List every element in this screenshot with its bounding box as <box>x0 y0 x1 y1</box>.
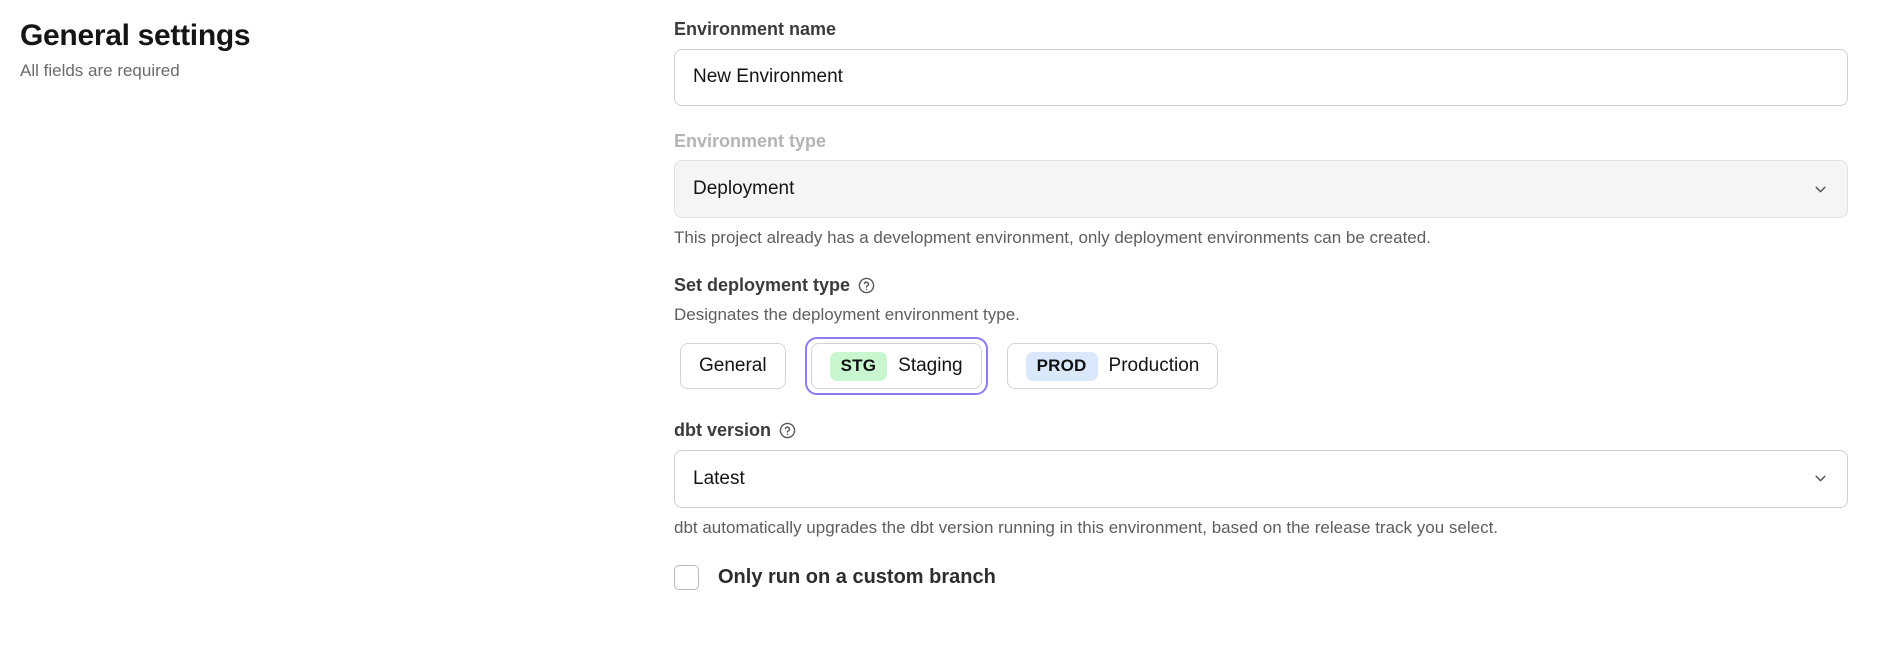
dbt-version-label-text: dbt version <box>674 420 772 441</box>
deployment-option-general-wrap: General <box>674 337 792 395</box>
dbt-version-helper: dbt automatically upgrades the dbt versi… <box>674 517 1499 537</box>
help-circle-icon[interactable] <box>779 422 796 439</box>
environment-type-helper: This project already has a development e… <box>674 228 1431 247</box>
deployment-type-options: General STG Staging PROD Production <box>674 337 1848 396</box>
deployment-option-staging-wrap: STG Staging <box>804 337 988 396</box>
chevron-down-icon <box>1812 181 1829 198</box>
spacer <box>674 106 1848 130</box>
dbt-version-value: Latest <box>693 467 745 489</box>
deployment-type-label-text: Set deployment type <box>674 274 851 295</box>
environment-type-label: Environment type <box>674 130 827 151</box>
header-column: General settings All fields are required <box>0 18 674 660</box>
environment-name-label: Environment name <box>674 19 837 39</box>
settings-form: Environment name Environment type Deploy… <box>674 18 1888 660</box>
dbt-version-label: dbt version <box>674 419 1848 442</box>
environment-type-select[interactable]: Deployment <box>674 160 1848 218</box>
deployment-option-production-label: Production <box>1108 355 1200 377</box>
spacer <box>674 250 1848 274</box>
environment-type-value: Deployment <box>693 178 795 199</box>
chevron-down-icon <box>1812 470 1829 487</box>
deployment-option-staging[interactable]: STG Staging <box>810 343 982 390</box>
deployment-option-general-label: General <box>699 355 767 377</box>
spacer <box>674 395 1848 419</box>
help-circle-icon[interactable] <box>858 277 875 294</box>
environment-type-field: Environment type Deployment This project… <box>674 130 1848 250</box>
custom-branch-checkbox[interactable] <box>674 564 699 590</box>
custom-branch-row[interactable]: Only run on a custom branch <box>674 564 1848 590</box>
staging-badge: STG <box>829 351 888 381</box>
environment-name-field: Environment name <box>674 18 1848 106</box>
deployment-option-general[interactable]: General <box>680 343 786 390</box>
production-badge: PROD <box>1025 351 1098 381</box>
environment-name-input[interactable] <box>674 48 1848 106</box>
deployment-type-field: Set deployment type Designates the deplo… <box>674 274 1848 396</box>
custom-branch-label: Only run on a custom branch <box>718 566 996 589</box>
page-title: General settings <box>20 19 251 52</box>
deployment-type-helper: Designates the deployment environment ty… <box>674 305 1020 325</box>
page-subtitle: All fields are required <box>20 61 180 80</box>
deployment-option-staging-label: Staging <box>898 355 963 377</box>
dbt-version-select[interactable]: Latest <box>674 449 1848 508</box>
dbt-version-field: dbt version Latest dbt automatically upg… <box>674 419 1848 539</box>
deployment-option-production[interactable]: PROD Production <box>1006 343 1219 390</box>
deployment-type-label: Set deployment type <box>674 274 1848 297</box>
deployment-option-production-wrap: PROD Production <box>1001 337 1225 395</box>
